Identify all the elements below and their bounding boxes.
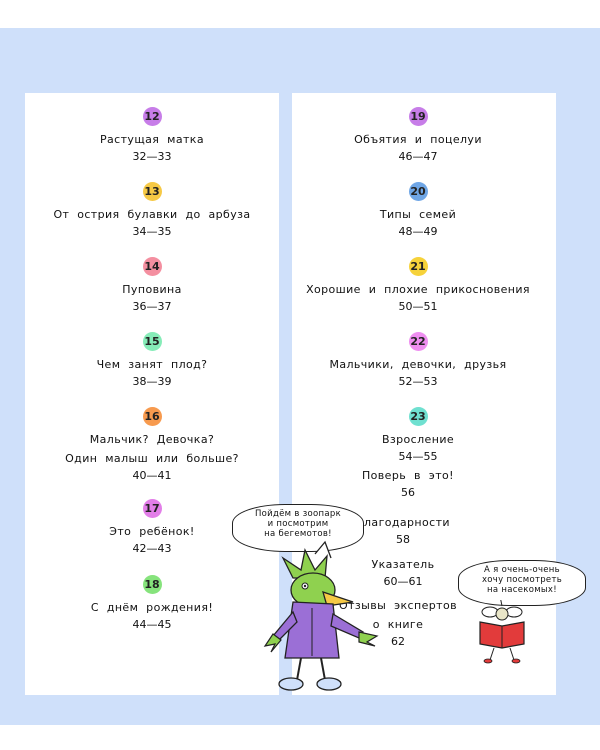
bee-with-book-illustration (479, 600, 525, 664)
chapter-title: Растущая матка (100, 133, 204, 146)
bubble-line: и посмотрим (267, 519, 329, 529)
bee-speech-bubble: А я очень-очень хочу посмотреть на насек… (458, 560, 586, 606)
bubble-line: хочу посмотреть (481, 575, 563, 585)
chapter-pages: 50—51 (398, 300, 438, 313)
chapter-title: Это ребёнок! (109, 525, 195, 538)
contents-entry[interactable]: 19 Объятия и поцелуи 46—47 (292, 107, 544, 165)
contents-entry[interactable]: Указатель 60—61 (277, 555, 529, 590)
section-title-line-2: о книге (372, 618, 424, 631)
bubble-line: на насекомых! (487, 585, 557, 595)
contents-left-column: 12 Растущая матка 32—33 13 От острия бул… (25, 93, 279, 695)
contents-entry[interactable]: 16 Мальчик? Девочка? Один малыш или боль… (25, 407, 279, 484)
chapter-title: Мальчик? Девочка? (89, 433, 215, 446)
chapter-title: Мальчики, девочки, друзья (329, 358, 507, 371)
chapter-pages: 42—43 (132, 542, 172, 555)
contents-entry[interactable]: 23 Взросление 54—55 (292, 407, 544, 465)
contents-entry[interactable]: 22 Мальчики, девочки, друзья 52—53 (292, 332, 544, 390)
section-pages: 56 (401, 486, 415, 499)
chapter-pages: 54—55 (398, 450, 438, 463)
chapter-number-badge: 13 (142, 182, 162, 201)
chapter-number-badge: 17 (142, 499, 162, 518)
chapter-title: С днём рождения! (90, 601, 214, 614)
contents-entry[interactable]: Отзывы экспертов о книге 62 (272, 596, 524, 650)
chapter-pages: 52—53 (398, 375, 438, 388)
chapter-title: Типы семей (379, 208, 457, 221)
bubble-line: А я очень-очень (484, 565, 560, 575)
chapter-pages: 46—47 (398, 150, 438, 163)
contents-entry[interactable]: 18 С днём рождения! 44—45 (25, 575, 279, 633)
chapter-title: От острия булавки до арбуза (53, 208, 251, 221)
chapter-pages: 34—35 (132, 225, 172, 238)
section-title: Поверь в это! (362, 469, 454, 482)
chapter-number-badge: 14 (142, 257, 162, 276)
bubble-line: на бегемотов! (264, 529, 332, 539)
contents-entry[interactable]: 20 Типы семей 48—49 (292, 182, 544, 240)
contents-entry[interactable]: 17 Это ребёнок! 42—43 (25, 499, 279, 557)
contents-entry[interactable]: 13 От острия булавки до арбуза 34—35 (25, 182, 279, 240)
contents-entry[interactable]: Поверь в это! 56 (282, 466, 534, 501)
chapter-pages: 38—39 (132, 375, 172, 388)
bird-character-illustration (263, 540, 379, 691)
chapter-pages: 48—49 (398, 225, 438, 238)
chapter-number-badge: 15 (142, 332, 162, 351)
bird-speech-bubble: Пойдём в зоопарк и посмотрим на бегемото… (232, 504, 364, 552)
chapter-number-badge: 19 (408, 107, 428, 126)
chapter-title: Объятия и поцелуи (354, 133, 482, 146)
contents-entry[interactable]: 15 Чем занят плод? 38—39 (25, 332, 279, 390)
chapter-number-badge: 21 (408, 257, 428, 276)
section-title: Отзывы экспертов (339, 599, 457, 612)
contents-entry[interactable]: 14 Пуповина 36—37 (25, 257, 279, 315)
chapter-title: Взросление (381, 433, 455, 446)
bubble-line: Пойдём в зоопарк (254, 509, 342, 519)
chapter-title: Чем занят плод? (96, 358, 208, 371)
chapter-number-badge: 23 (408, 407, 428, 426)
panel-edge (544, 93, 556, 695)
chapter-number-badge: 18 (142, 575, 162, 594)
chapter-number-badge: 12 (142, 107, 162, 126)
contents-entry[interactable]: 12 Растущая матка 32—33 (25, 107, 279, 165)
chapter-title: Пуповина (122, 283, 182, 296)
section-pages: 60—61 (383, 575, 423, 588)
section-title: Благодарности (356, 516, 450, 529)
section-pages: 58 (396, 533, 410, 546)
chapter-number-badge: 16 (142, 407, 162, 426)
contents-entry[interactable]: 21 Хорошие и плохие прикосновения 50—51 (292, 257, 544, 315)
contents-entry[interactable]: Благодарности 58 (277, 513, 529, 548)
chapter-pages: 44—45 (132, 618, 172, 631)
chapter-pages: 32—33 (132, 150, 172, 163)
section-title: Указатель (371, 558, 435, 571)
chapter-title-line-2: Один малыш или больше? (65, 452, 239, 465)
chapter-number-badge: 22 (408, 332, 428, 351)
chapter-pages: 36—37 (132, 300, 172, 313)
section-pages: 62 (391, 635, 405, 648)
chapter-title: Хорошие и плохие прикосновения (306, 283, 530, 296)
chapter-number-badge: 20 (408, 182, 428, 201)
chapter-pages: 40—41 (132, 469, 172, 482)
